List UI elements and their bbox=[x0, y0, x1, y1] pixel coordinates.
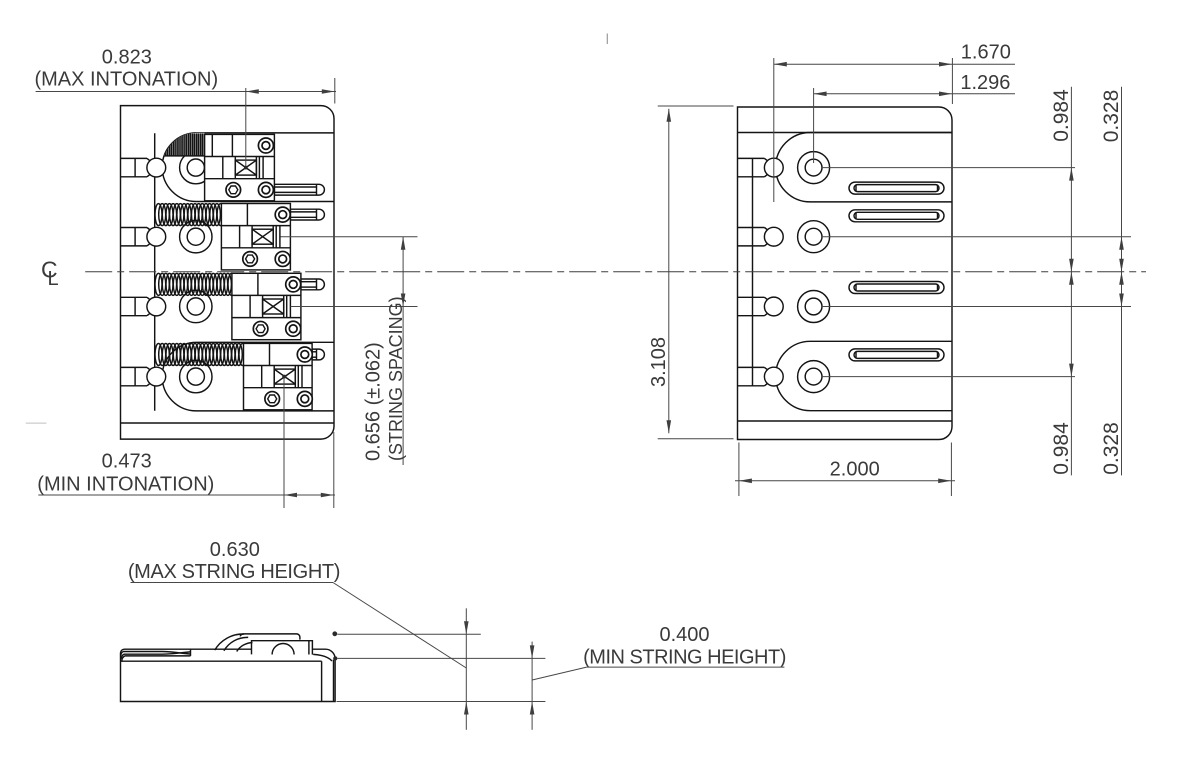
svg-text:L: L bbox=[48, 268, 59, 290]
svg-text:0.328: 0.328 bbox=[1100, 90, 1123, 143]
svg-text:0.473: 0.473 bbox=[102, 451, 152, 473]
svg-text:2.000: 2.000 bbox=[830, 459, 880, 481]
svg-text:0.984: 0.984 bbox=[1050, 422, 1073, 475]
svg-text:(MIN STRING HEIGHT): (MIN STRING HEIGHT) bbox=[583, 647, 786, 669]
svg-text:(MAX STRING HEIGHT): (MAX STRING HEIGHT) bbox=[128, 561, 340, 583]
svg-text:3.108: 3.108 bbox=[648, 337, 670, 387]
svg-text:C: C bbox=[41, 257, 58, 283]
svg-text:(MAX INTONATION): (MAX INTONATION) bbox=[34, 69, 218, 91]
svg-text:0.328: 0.328 bbox=[1100, 422, 1123, 475]
svg-text:(STRING SPACING): (STRING SPACING) bbox=[386, 296, 406, 461]
svg-text:(MIN INTONATION): (MIN INTONATION) bbox=[37, 474, 214, 496]
svg-text:0.400: 0.400 bbox=[659, 624, 709, 646]
svg-text:0.656 (±.062): 0.656 (±.062) bbox=[363, 342, 385, 461]
svg-text:1.296: 1.296 bbox=[960, 72, 1010, 94]
svg-text:0.984: 0.984 bbox=[1050, 89, 1073, 142]
svg-text:0.823: 0.823 bbox=[102, 47, 152, 69]
svg-text:1.670: 1.670 bbox=[961, 42, 1011, 64]
svg-text:0.630: 0.630 bbox=[210, 539, 260, 561]
